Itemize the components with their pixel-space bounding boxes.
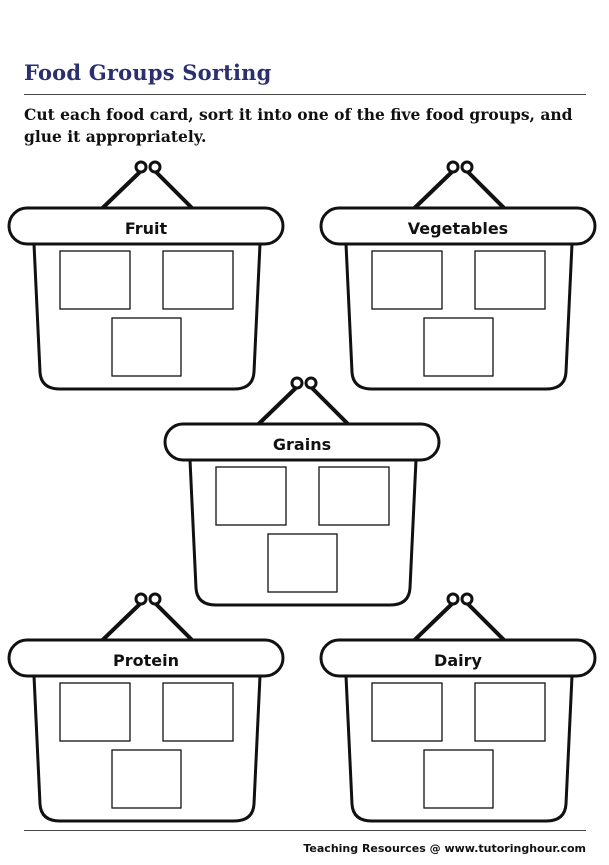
- card-slot: [162, 682, 234, 742]
- card-slot: [267, 533, 338, 593]
- basket-label: Protein: [113, 651, 179, 670]
- basket-label: Dairy: [434, 651, 482, 670]
- basket-protein: Protein: [7, 592, 285, 823]
- card-slot: [162, 250, 234, 310]
- card-slot: [474, 682, 546, 742]
- footer-divider: [24, 830, 586, 831]
- card-slot: [111, 749, 182, 809]
- footer-prefix: Teaching Resources @: [303, 842, 445, 855]
- card-slot: [59, 682, 131, 742]
- basket-fruit: Fruit: [7, 160, 285, 391]
- title-divider: [24, 94, 586, 95]
- worksheet-title: Food Groups Sorting: [24, 60, 272, 85]
- card-slot: [423, 749, 494, 809]
- footer-credit: Teaching Resources @ www.tutoringhour.co…: [303, 842, 586, 855]
- basket-icon: [7, 160, 285, 391]
- footer-site-link[interactable]: www.tutoringhour.com: [444, 842, 586, 855]
- card-slot: [59, 250, 131, 310]
- basket-label: Vegetables: [407, 219, 509, 238]
- basket-icon: [163, 376, 441, 607]
- card-slot: [371, 250, 443, 310]
- basket-grains: Grains: [163, 376, 441, 607]
- card-slot: [111, 317, 182, 377]
- basket-dairy: Dairy: [319, 592, 597, 823]
- card-slot: [318, 466, 390, 526]
- basket-vegetables: Vegetables: [319, 160, 597, 391]
- basket-icon: [7, 592, 285, 823]
- worksheet-instructions: Cut each food card, sort it into one of …: [24, 105, 573, 146]
- basket-icon: [319, 160, 597, 391]
- card-slot: [423, 317, 494, 377]
- basket-icon: [319, 592, 597, 823]
- card-slot: [215, 466, 287, 526]
- basket-label: Grains: [272, 435, 332, 454]
- basket-label: Fruit: [124, 219, 168, 238]
- card-slot: [371, 682, 443, 742]
- card-slot: [474, 250, 546, 310]
